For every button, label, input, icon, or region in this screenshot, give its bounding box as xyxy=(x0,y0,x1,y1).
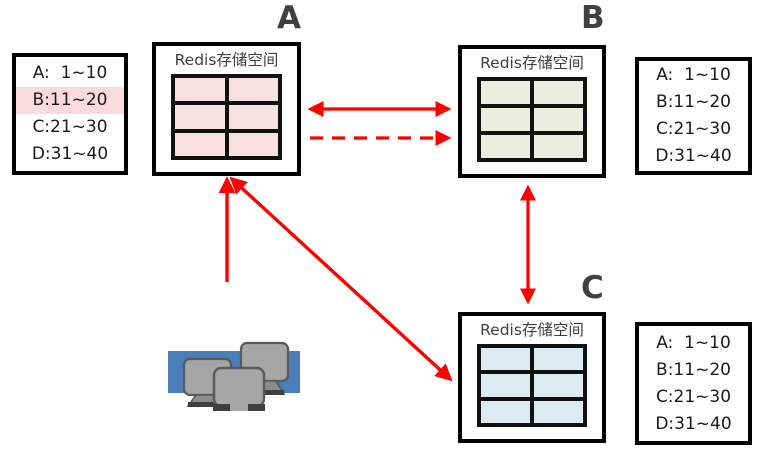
keyrange-box-right-bottom: A: 1~10 B:11~20 C:21~30 D:31~40 xyxy=(635,322,752,445)
redis-cell xyxy=(481,348,530,371)
keyrange-row: C:21~30 xyxy=(655,386,732,407)
redis-node-b-grid xyxy=(477,77,587,162)
redis-cell xyxy=(228,105,278,129)
redis-node-a-grid xyxy=(171,74,282,160)
redis-cell xyxy=(481,374,530,397)
redis-node-c[interactable]: Redis存储空间 xyxy=(458,312,606,443)
keyrange-row-highlighted: B:11~20 xyxy=(16,87,124,114)
redis-cell xyxy=(534,108,583,131)
redis-cell xyxy=(534,135,583,158)
keyrange-box-right-top: A: 1~10 B:11~20 C:21~30 D:31~40 xyxy=(635,57,752,175)
redis-node-c-title: Redis存储空间 xyxy=(480,321,584,339)
redis-cell xyxy=(534,400,583,423)
redis-cell xyxy=(175,78,225,102)
node-letter-c: C xyxy=(581,270,604,306)
redis-cell xyxy=(228,132,278,156)
keyrange-row: C:21~30 xyxy=(32,117,108,137)
monitor-front-center xyxy=(212,366,266,411)
redis-cell xyxy=(481,81,530,104)
keyrange-row: A: 1~10 xyxy=(32,63,108,83)
keyrange-row: A: 1~10 xyxy=(656,332,731,353)
keyrange-row: D:31~40 xyxy=(655,146,732,166)
keyrange-box-left: A: 1~10 B:11~20 C:21~30 D:31~40 xyxy=(12,53,128,175)
redis-node-a-title: Redis存储空间 xyxy=(174,51,279,69)
keyrange-row: C:21~30 xyxy=(655,119,732,139)
redis-cell xyxy=(481,108,530,131)
redis-cell xyxy=(534,348,583,371)
keyrange-row: B:11~20 xyxy=(656,92,731,112)
node-letter-a: A xyxy=(277,0,301,36)
redis-node-c-grid xyxy=(477,344,587,427)
keyrange-row: D:31~40 xyxy=(655,413,732,434)
redis-cell xyxy=(481,135,530,158)
redis-cell xyxy=(534,81,583,104)
keyrange-row: A: 1~10 xyxy=(656,65,731,85)
redis-cell xyxy=(175,105,225,129)
redis-cell xyxy=(481,400,530,423)
node-letter-b: B xyxy=(581,0,605,36)
redis-cell xyxy=(534,374,583,397)
redis-node-b-title: Redis存储空间 xyxy=(480,54,584,72)
client-workstations-icon xyxy=(160,340,306,412)
redis-node-b[interactable]: Redis存储空间 xyxy=(458,45,606,178)
redis-cell xyxy=(228,78,278,102)
keyrange-row: D:31~40 xyxy=(31,144,109,164)
keyrange-row: B:11~20 xyxy=(656,359,731,380)
redis-node-a[interactable]: Redis存储空间 xyxy=(152,42,301,176)
redis-cell xyxy=(175,132,225,156)
